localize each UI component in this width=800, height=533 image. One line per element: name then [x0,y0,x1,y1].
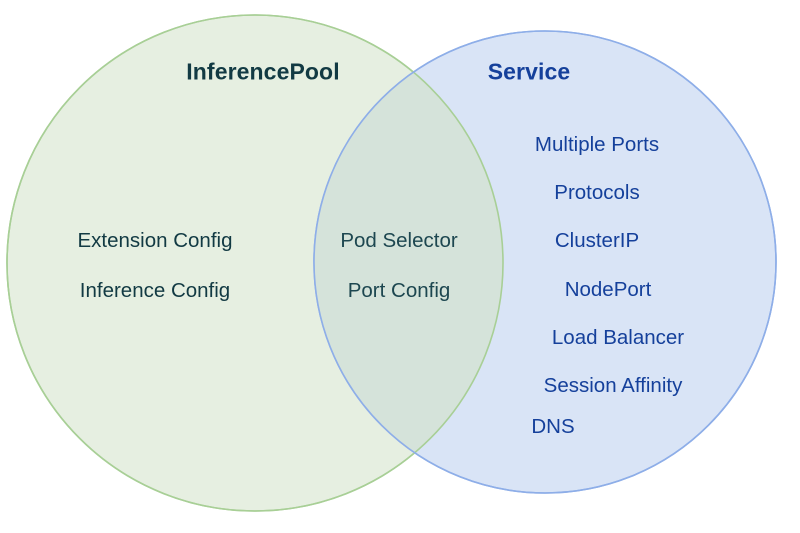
inferencepool-item[interactable]: Extension Config [77,229,233,252]
circle-service-outline [313,30,777,494]
service-item[interactable]: NodePort [564,278,652,301]
service-item[interactable]: Load Balancer [551,326,685,349]
shared-item[interactable]: Pod Selector [340,229,458,252]
set-title-service: Service [487,58,571,85]
service-item[interactable]: DNS [531,415,575,438]
region-intersection[interactable] [314,31,776,493]
inferencepool-item[interactable]: Inference Config [79,279,231,302]
service-item[interactable]: Session Affinity [543,374,683,397]
service-item[interactable]: Protocols [554,181,640,204]
shared-item[interactable]: Port Config [347,279,451,302]
circle-inferencepool-outline [6,14,504,512]
set-title-inferencepool: InferencePool [186,58,340,85]
service-item[interactable]: Multiple Ports [534,133,660,156]
service-item[interactable]: ClusterIP [554,229,640,252]
